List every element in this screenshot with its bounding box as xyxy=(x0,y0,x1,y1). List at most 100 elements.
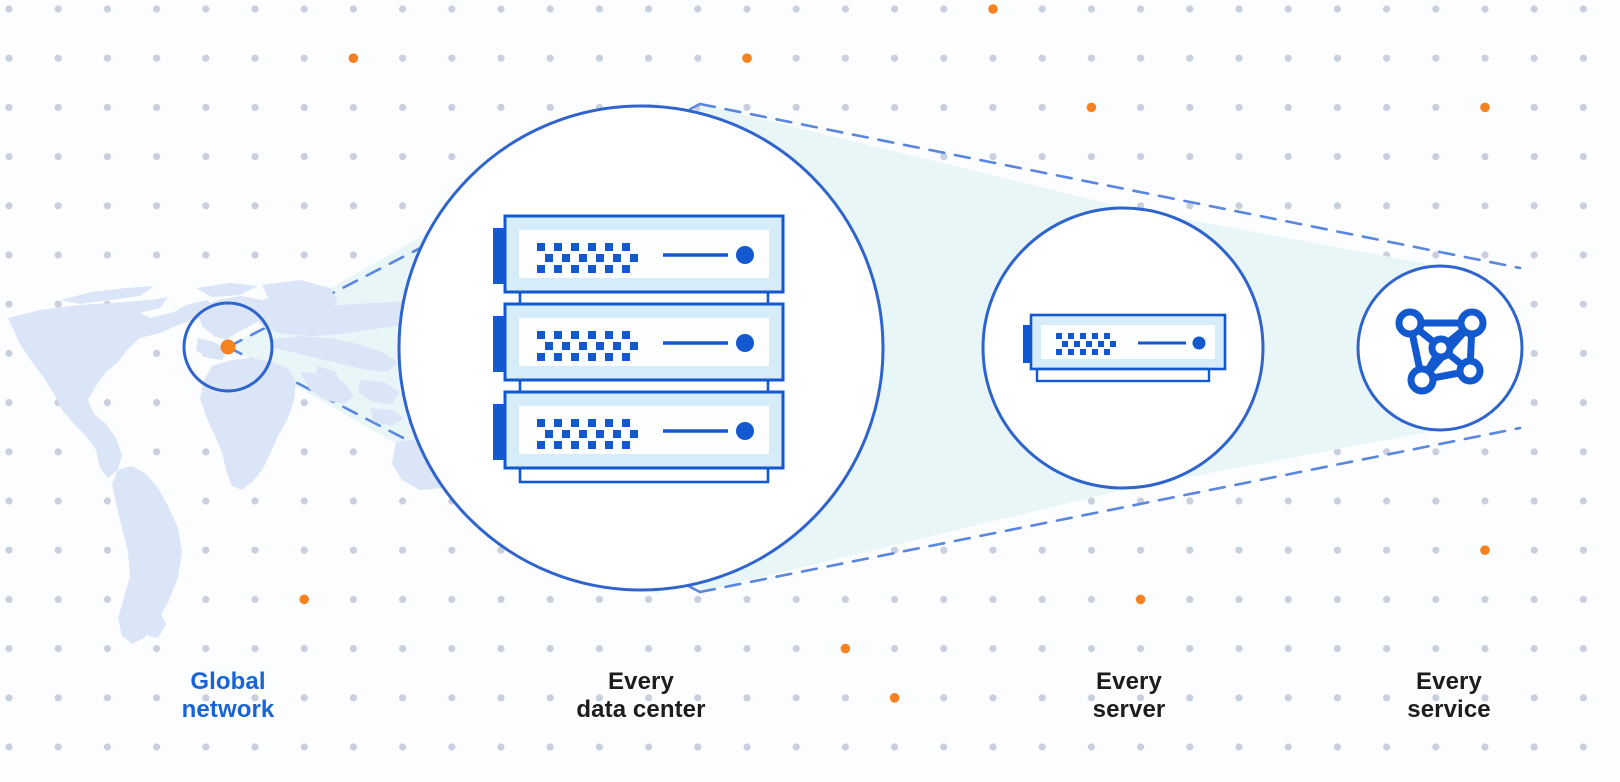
grid-dot xyxy=(103,497,111,505)
grid-dot xyxy=(940,743,948,751)
grid-dot xyxy=(1481,694,1489,702)
grid-dot-accent xyxy=(889,693,900,703)
grid-dot xyxy=(399,202,407,210)
grid-dot xyxy=(1235,202,1243,210)
grid-dot xyxy=(153,399,161,407)
grid-dot xyxy=(300,54,308,62)
grid-dot xyxy=(1579,349,1587,357)
grid-dot xyxy=(202,103,210,111)
grid-dot xyxy=(1383,743,1391,751)
grid-dot xyxy=(153,103,161,111)
grid-dot xyxy=(54,5,62,13)
grid-dot xyxy=(54,103,62,111)
grid-dot xyxy=(5,399,13,407)
network-node xyxy=(1407,365,1437,395)
grid-dot xyxy=(940,5,948,13)
grid-dot xyxy=(1333,546,1341,554)
grid-dot xyxy=(1284,595,1292,604)
grid-dot xyxy=(1186,497,1194,505)
grid-dot xyxy=(1481,202,1489,210)
grid-dot xyxy=(399,5,407,13)
grid-dot xyxy=(202,251,210,259)
grid-dot xyxy=(1186,5,1194,13)
grid-dot xyxy=(1432,153,1440,161)
grid-dot xyxy=(891,54,899,62)
grid-dot xyxy=(349,202,357,210)
grid-dot xyxy=(546,103,554,111)
grid-dot xyxy=(1432,54,1440,62)
grid-dot xyxy=(1579,448,1587,456)
server-rack-unit xyxy=(493,214,785,306)
grid-dot xyxy=(841,5,850,13)
grid-dot xyxy=(5,103,13,111)
grid-dot xyxy=(1481,645,1489,653)
grid-dot xyxy=(399,694,407,702)
grid-dot-accent xyxy=(988,4,998,14)
grid-dot xyxy=(940,694,948,702)
grid-dot xyxy=(497,103,505,111)
grid-dot xyxy=(1137,54,1145,62)
grid-dot xyxy=(103,694,111,702)
grid-dot xyxy=(1087,497,1095,505)
grid-dot xyxy=(1186,694,1194,702)
grid-dot xyxy=(349,497,357,505)
grid-dot xyxy=(349,153,357,161)
grid-dot xyxy=(1235,546,1243,554)
grid-dot xyxy=(989,546,997,554)
grid-dot xyxy=(1432,251,1440,259)
grid-dot xyxy=(1333,103,1341,111)
grid-dot xyxy=(399,645,407,653)
grid-dot xyxy=(103,202,111,210)
grid-dot xyxy=(300,546,308,554)
grid-dot xyxy=(546,743,554,751)
grid-dot xyxy=(1530,153,1538,161)
grid-dot xyxy=(54,595,62,604)
grid-dot xyxy=(153,694,161,702)
grid-dot xyxy=(1530,448,1538,456)
grid-dot xyxy=(1530,202,1538,210)
grid-dot xyxy=(989,103,997,111)
grid-dot xyxy=(5,54,13,62)
grid-dot xyxy=(1432,694,1440,702)
grid-dot xyxy=(546,5,554,13)
stage-label-data-center: Every data center xyxy=(576,668,706,724)
grid-dot xyxy=(1383,202,1391,210)
grid-dot xyxy=(891,546,899,554)
server-rack-icon xyxy=(493,214,785,484)
grid-dot-accent xyxy=(1480,545,1490,555)
grid-dot xyxy=(1137,743,1145,751)
grid-dot xyxy=(1333,694,1341,702)
grid-dot xyxy=(497,54,505,62)
grid-dot xyxy=(1432,103,1440,111)
grid-dot xyxy=(300,694,308,702)
grid-dot xyxy=(103,595,111,604)
map-highlight-circle[interactable] xyxy=(182,301,274,393)
grid-dot xyxy=(1333,448,1341,456)
grid-dot xyxy=(645,743,653,751)
grid-dot xyxy=(1383,5,1391,13)
grid-dot xyxy=(1186,546,1194,554)
grid-dot xyxy=(251,694,259,702)
grid-dot xyxy=(1530,5,1538,13)
stage-label-server: Every server xyxy=(1092,668,1166,724)
grid-dot xyxy=(1087,5,1095,13)
grid-dot xyxy=(645,694,653,702)
grid-dot xyxy=(1383,546,1391,554)
grid-dot xyxy=(1038,645,1046,653)
grid-dot xyxy=(399,546,407,554)
grid-dot xyxy=(103,153,111,161)
grid-dot xyxy=(546,645,554,653)
grid-dot xyxy=(54,694,62,702)
grid-dot xyxy=(1481,743,1489,751)
grid-dot xyxy=(202,5,210,13)
grid-dot xyxy=(497,5,505,13)
grid-dot xyxy=(1432,448,1440,456)
grid-dot xyxy=(251,251,259,259)
grid-dot xyxy=(989,694,997,702)
network-nodes-icon xyxy=(1395,308,1487,395)
grid-dot xyxy=(1333,743,1341,751)
grid-dot xyxy=(1530,251,1538,259)
grid-dot xyxy=(792,645,800,653)
grid-dot xyxy=(54,497,62,505)
